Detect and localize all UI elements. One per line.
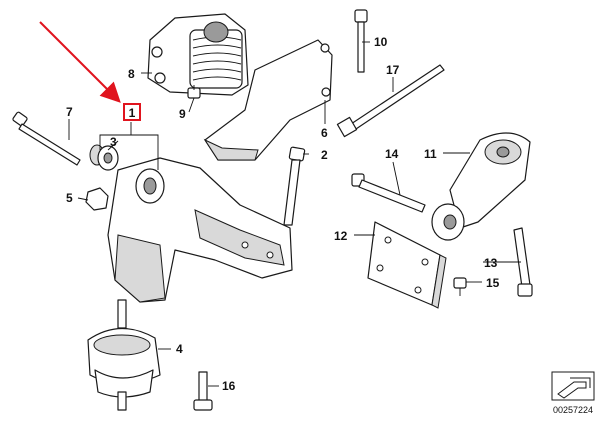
part-3-bushing [89, 144, 119, 171]
callout-6: 6 [321, 126, 328, 140]
part-17-strap [336, 64, 445, 138]
part-10-bolt [354, 9, 368, 73]
leader-lines [68, 41, 521, 387]
part-15-bolt [453, 277, 467, 296]
part-1-main-bracket [107, 157, 293, 303]
callout-13: 13 [484, 256, 498, 270]
part-11-rear-mount [431, 132, 531, 241]
part-5-nut [85, 187, 109, 211]
callout-2: 2 [321, 148, 328, 162]
callout-9: 9 [179, 107, 186, 121]
callout-5: 5 [66, 191, 73, 205]
red-pointer-arrow [39, 21, 121, 103]
part-12-plate [367, 221, 447, 309]
callout-1-highlight-box [123, 103, 141, 121]
callout-7: 7 [66, 105, 73, 119]
diagram-code: 00257224 [553, 405, 593, 415]
callout-10: 10 [374, 35, 388, 49]
part-14-bolt [351, 173, 426, 213]
callout-16: 16 [222, 379, 236, 393]
callout-17: 17 [386, 63, 400, 77]
part-16-bolt [193, 371, 213, 411]
part-2-bolt [283, 146, 306, 226]
part-8-upper-mount [147, 13, 249, 96]
callout-4: 4 [176, 342, 183, 356]
part-13-bolt [513, 227, 533, 297]
callout-8: 8 [128, 67, 135, 81]
part-6-bracket [203, 39, 333, 161]
callout-1: 1 [129, 106, 136, 120]
part-7-bolt [12, 111, 81, 166]
direction-arrow-icon [551, 371, 595, 401]
callout-15: 15 [486, 276, 500, 290]
callout-3: 3 [110, 135, 117, 149]
part-4-lower-mount [87, 299, 161, 411]
callout-12: 12 [334, 229, 348, 243]
callout-11: 11 [424, 147, 437, 161]
callout-14: 14 [385, 147, 399, 161]
